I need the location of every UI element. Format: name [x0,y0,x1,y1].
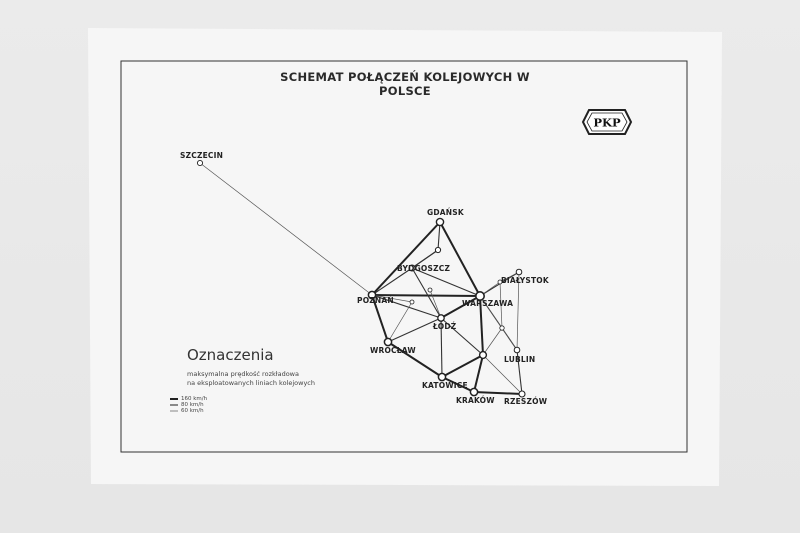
line-wroclaw-katowice [387,341,443,378]
line-poznan-lodz [371,294,442,319]
station-kutno [427,287,433,293]
line-poznan-warszawa [371,294,481,297]
station-tczew [434,246,442,254]
line-poznan-wroclaw [371,294,389,343]
line-bialystok-east [499,271,520,283]
line-lodz-bydgoszcz-alt [429,289,442,319]
line-kielce [482,327,503,356]
map-frame [120,60,688,453]
station-rzeszow [518,390,526,398]
line-szczecin-poznan [199,162,373,296]
paper-sheet [88,28,722,486]
station-bialystok [515,268,523,276]
lines-60 [199,162,523,395]
legend-subtitle-line2: na eksploatowanych liniach kolejowych [187,379,315,387]
legend-subtitle-line1: maksymalna prędkość rozkładowa [187,370,299,378]
line-lodz-wroclaw [387,317,442,343]
station-szczecin [196,159,204,167]
label-bydgoszcz: BYDGOSZCZ [397,264,451,273]
label-bialystok: BIAŁYSTOK [501,276,549,285]
line-siedlce [499,281,503,329]
line-bydgoszcz-warszawa [411,267,481,297]
label-wroclaw: WROCŁAW [370,346,416,355]
station-krakow [469,387,479,397]
station-lodz [437,314,445,322]
stations [196,159,526,398]
station-deblin [499,325,505,331]
line-lublin-rzeszow [516,349,523,395]
station-wroclaw [383,337,393,347]
label-szczecin: SZCZECIN [180,151,224,160]
line-cmk-katowice [441,354,484,378]
line-warszawa-katowice [479,295,484,356]
station-bydgoszcz [408,264,416,272]
station-lublin [513,346,521,354]
label-lodz: ŁÓDŹ [433,322,457,331]
legend-item-160: 160 km/h [181,396,208,402]
lines-160 [371,221,523,395]
station-leszno [409,299,415,305]
label-krakow: KRAKÓW [456,396,495,405]
label-katowice: KATOWICE [422,381,468,390]
line-gdansk-bydgoszcz [437,221,441,251]
station-poznan [367,290,377,300]
line-lodz-katowice [440,317,443,378]
line-lodz-warszawa [440,295,481,319]
station-grodzisk [478,350,488,360]
station-katowice [437,372,447,382]
line-deblin [501,327,518,351]
label-lublin: LUBLIN [504,355,536,364]
station-warszawa [474,290,485,301]
line-krakow-rzeszow [473,391,523,395]
legend-item-80: 80 km/h [181,402,204,408]
legend-title: Oznaczenia [187,346,274,364]
map-title: SCHEMAT POŁĄCZEŃ KOLEJOWYCH W POLSCE [280,70,530,98]
line-rzeszow-katowice [482,354,523,395]
line-poznan-gdansk [371,221,441,296]
line-bialystok-lublin [516,271,520,351]
line-lodz-cmk [440,317,484,356]
label-gdansk: GDAŃSK [427,208,464,217]
legend-item-60: 60 km/h [181,408,204,414]
line-katowice-krakow [441,376,475,393]
line-bydgoszcz-lodz [411,267,442,319]
pkp-logo: PKP [581,109,633,135]
label-rzeszow: RZESZÓW [504,397,548,406]
line-cmk-krakow [473,354,484,393]
station-gdansk [435,217,445,227]
label-poznan: POZNAŃ [357,296,394,305]
label-warszawa: WARSZAWA [462,299,514,308]
station-ostroleka [497,279,503,285]
line-wroclaw-alt [387,301,413,343]
line-poznan-wroclaw-alt [371,294,413,303]
line-radom [479,295,503,329]
line-gdansk-warszawa [439,221,481,297]
line-bydgoszcz-torun [411,249,439,269]
pkp-logo-text: PKP [593,116,621,130]
line-poznan-bydgoszcz [371,267,413,296]
